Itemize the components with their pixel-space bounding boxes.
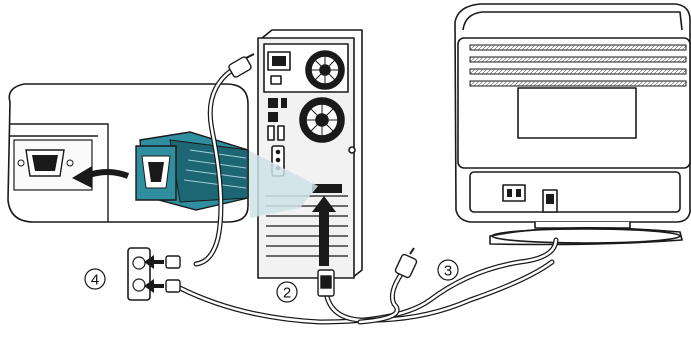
wall-outlet-icon — [128, 248, 180, 300]
tower-vga-plug-icon — [318, 270, 334, 296]
video-plug-icon — [395, 248, 418, 278]
psu-fan — [306, 51, 344, 89]
monitor-power-socket — [503, 185, 525, 201]
step-label-2-text: 2 — [283, 285, 291, 302]
step-label-3: 3 — [438, 260, 458, 280]
power-plug-icon — [228, 54, 254, 78]
step-label-4: 4 — [85, 269, 105, 289]
step-label-3-text: 3 — [444, 263, 452, 280]
crt-monitor — [455, 4, 690, 245]
computer-tower — [258, 30, 362, 278]
step-label-2: 2 — [277, 282, 297, 302]
case-fan — [300, 98, 344, 142]
monitor-label-plate — [518, 88, 636, 138]
step-label-4-text: 4 — [91, 272, 99, 289]
